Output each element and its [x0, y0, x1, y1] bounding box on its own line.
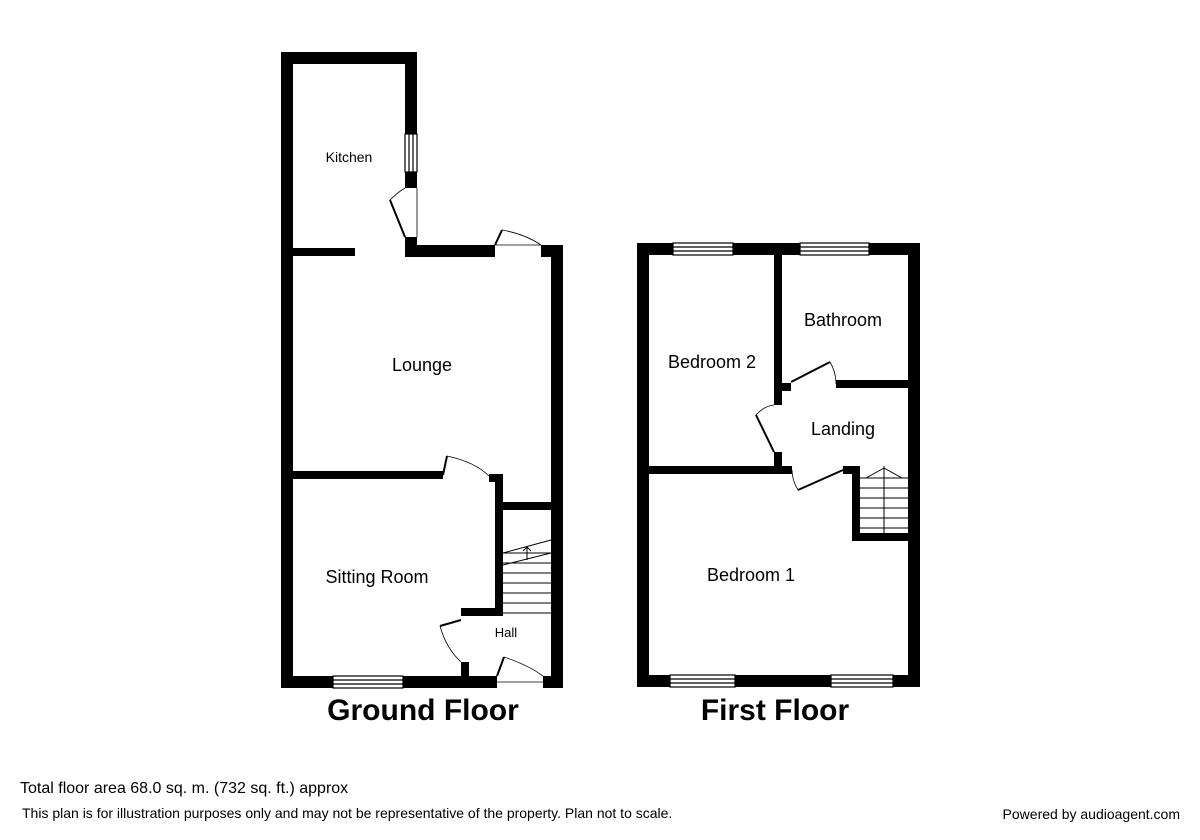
- first-floor-windows: [669, 242, 894, 688]
- first-floor-title: First Floor: [701, 694, 850, 727]
- ground-floor-walls: [281, 52, 563, 688]
- room-label-bedroom-2: Bedroom 2: [668, 352, 756, 372]
- ground-floor-plan: Kitchen Lounge Sitting Room Hall Ground …: [281, 52, 563, 727]
- powered-by-credit: Powered by audioagent.com: [1002, 806, 1180, 822]
- total-floor-area: Total floor area 68.0 sq. m. (732 sq. ft…: [20, 780, 349, 797]
- ground-floor-stairs: [502, 539, 552, 614]
- room-label-bedroom-1: Bedroom 1: [707, 565, 795, 585]
- room-label-sitting-room: Sitting Room: [325, 567, 428, 587]
- ground-floor-windows: [332, 133, 418, 689]
- disclaimer-text: This plan is for illustration purposes o…: [22, 805, 673, 821]
- room-label-landing: Landing: [811, 419, 875, 439]
- ground-floor-title: Ground Floor: [327, 694, 519, 727]
- room-label-bathroom: Bathroom: [804, 310, 882, 330]
- first-floor-stairs: [860, 466, 908, 533]
- first-floor-walls: [637, 243, 920, 687]
- first-floor-doors: [755, 361, 844, 491]
- room-label-lounge: Lounge: [392, 355, 452, 375]
- room-label-hall: Hall: [495, 625, 518, 640]
- ground-floor-doors: [389, 187, 544, 683]
- room-label-kitchen: Kitchen: [326, 149, 373, 165]
- first-floor-plan: Bedroom 2 Bathroom Landing Bedroom 1 Fir…: [637, 242, 920, 727]
